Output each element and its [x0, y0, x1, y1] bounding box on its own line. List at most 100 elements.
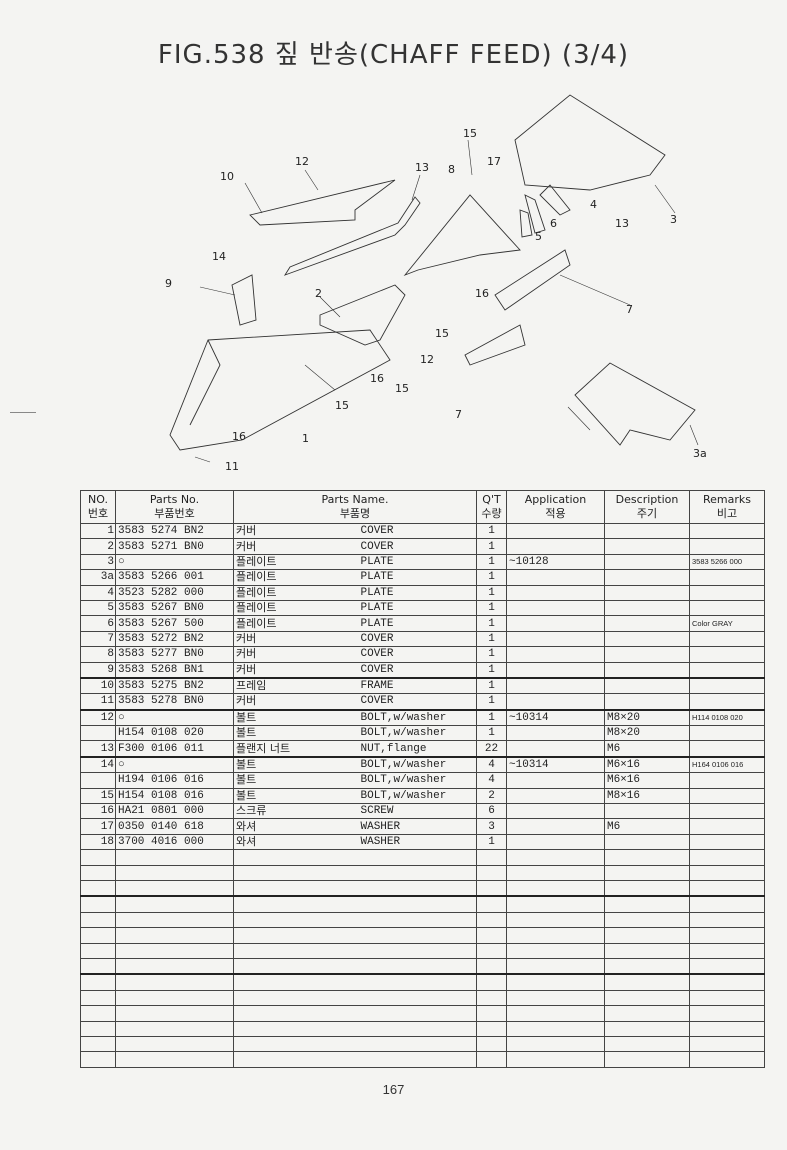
blank-cell [233, 942, 359, 959]
row-application: ~10314 [506, 755, 605, 774]
row-name-en: PLATE [358, 599, 477, 617]
row-remarks [689, 818, 765, 835]
row-remarks [689, 599, 765, 617]
blank-cell [115, 895, 234, 913]
blank-cell [604, 849, 690, 866]
blank-cell [233, 1051, 359, 1068]
blank-cell [233, 849, 359, 866]
row-qty: 1 [476, 522, 507, 540]
blank-cell [233, 989, 359, 1007]
row-name-en: COVER [358, 538, 477, 555]
row-no: 13 [80, 740, 116, 758]
blank-cell [115, 973, 234, 991]
row-name-en: PLATE [358, 615, 477, 632]
blank-cell [80, 1020, 116, 1037]
row-qty: 1 [476, 553, 507, 571]
blank-cell [358, 895, 477, 913]
callout-8: 7 [455, 408, 462, 421]
row-name-ko: 커버 [233, 538, 359, 555]
row-name-ko: 플레이트 [233, 615, 359, 632]
row-description [604, 676, 690, 695]
row-name-en: COVER [358, 630, 477, 648]
table-row-blank [80, 957, 765, 975]
blank-cell [80, 879, 116, 897]
blank-cell [476, 957, 507, 975]
blank-cell [476, 1005, 507, 1022]
row-description [604, 538, 690, 555]
blank-cell [358, 1020, 477, 1037]
row-qty: 1 [476, 615, 507, 632]
blank-cell [604, 1020, 690, 1037]
callout-16c: 15 [395, 382, 409, 395]
blank-cell [358, 927, 477, 944]
row-part-no: 3583 5271 BN0 [115, 538, 234, 555]
long-bracket-shape [283, 196, 421, 276]
part-6-plate-shape [524, 194, 546, 234]
row-qty: 1 [476, 584, 507, 601]
blank-cell [476, 911, 507, 929]
row-qty: 1 [476, 676, 507, 695]
table-row-blank [80, 927, 765, 944]
blank-cell [604, 911, 690, 929]
row-application [506, 803, 605, 820]
row-part-no: 3583 5267 500 [115, 615, 234, 632]
row-qty: 1 [476, 538, 507, 555]
blank-cell [506, 895, 605, 913]
row-name-ko: 볼트 [233, 787, 359, 805]
table-row-blank [80, 1005, 765, 1022]
callout-6: 6 [550, 217, 557, 230]
row-part-no: 3583 5268 BN1 [115, 661, 234, 679]
blank-cell [689, 911, 765, 929]
part-outlines [169, 94, 696, 451]
row-qty: 2 [476, 787, 507, 805]
row-part-no: HA21 0801 000 [115, 803, 234, 820]
blank-cell [476, 879, 507, 897]
table-row-blank [80, 864, 765, 881]
row-application [506, 569, 605, 586]
callout-17b: 16 [370, 372, 384, 385]
callout-1: 1 [302, 432, 309, 445]
row-application [506, 740, 605, 758]
part-10-frame-shape [231, 274, 257, 326]
row-qty: 3 [476, 818, 507, 835]
blank-cell [689, 1051, 765, 1068]
row-no: 11 [80, 693, 116, 711]
row-no: 17 [80, 818, 116, 835]
blank-cell [80, 927, 116, 944]
row-application [506, 522, 605, 540]
callout-16: 15 [463, 127, 477, 140]
row-name-ko: 플레이트 [233, 599, 359, 617]
row-no: 2 [80, 538, 116, 555]
callout-5: 5 [535, 230, 542, 243]
row-remarks [689, 693, 765, 711]
blank-cell [604, 989, 690, 1007]
row-application [506, 833, 605, 851]
row-application [506, 787, 605, 805]
blank-cell [80, 973, 116, 991]
row-name-en: WASHER [358, 818, 477, 835]
row-qty: 1 [476, 599, 507, 617]
row-name-en: COVER [358, 661, 477, 679]
blank-cell [476, 942, 507, 959]
blank-cell [358, 973, 477, 991]
row-name-ko: 커버 [233, 646, 359, 663]
row-qty: 1 [476, 693, 507, 711]
blank-cell [506, 1035, 605, 1053]
row-no [80, 772, 116, 789]
blank-cell [80, 849, 116, 866]
row-remarks [689, 803, 765, 820]
blank-cell [358, 911, 477, 929]
part-11-cover-shape [249, 179, 396, 226]
row-no: 9 [80, 661, 116, 679]
row-remarks [689, 740, 765, 758]
